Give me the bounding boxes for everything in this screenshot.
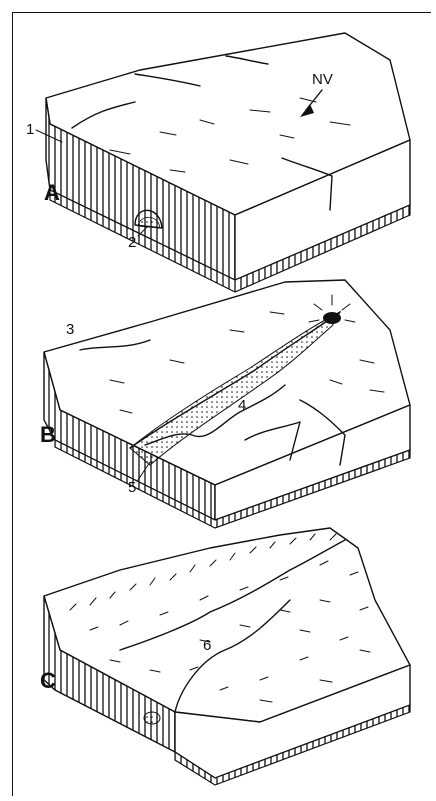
panel-b-marker-3: 3 xyxy=(66,321,74,338)
panel-c: C 6 xyxy=(40,528,410,785)
panel-c-letter: C xyxy=(40,668,56,693)
panel-c-marker-6: 6 xyxy=(203,637,211,654)
panel-b-letter: B xyxy=(40,422,56,447)
panel-b-sinkhole xyxy=(323,312,341,324)
panel-a-marker-1: 1 xyxy=(26,121,34,138)
panel-a-letter: A xyxy=(44,180,60,205)
panel-b-marker-4: 4 xyxy=(238,397,246,414)
panel-a: NV A 1 2 xyxy=(26,33,410,292)
panel-a-marker-2: 2 xyxy=(128,234,136,251)
north-label: NV xyxy=(312,71,333,88)
panel-b: B 3 4 5 xyxy=(40,280,410,528)
panel-c-cave-opening xyxy=(144,712,160,724)
panel-b-marker-5: 5 xyxy=(128,479,136,496)
